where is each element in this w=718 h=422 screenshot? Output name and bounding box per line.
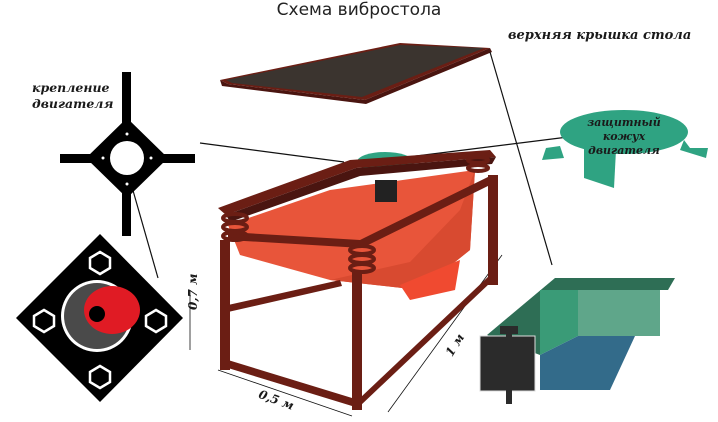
label-motor-mount: крепление двигателя [32,80,113,112]
motor-mount [60,72,195,236]
label-motor-mount-line1: крепление [32,80,110,95]
label-motor-mount-line2: двигателя [32,96,114,111]
top-cover [220,43,492,104]
label-motor-guard-line1: защитный кожух [587,116,661,143]
label-top-cover: верхняя крышка стола [508,28,692,43]
dimension-height: 0,7 м [186,273,200,310]
vibrotable [218,150,498,410]
profile-detail [479,278,675,404]
diagram-title: Схема вибростола [276,0,442,20]
label-motor-guard-line2: двигателя [588,144,660,157]
motor-flange [16,234,183,402]
motor-guard [542,110,708,188]
label-motor-guard: защитный кожух двигателя [568,116,680,158]
